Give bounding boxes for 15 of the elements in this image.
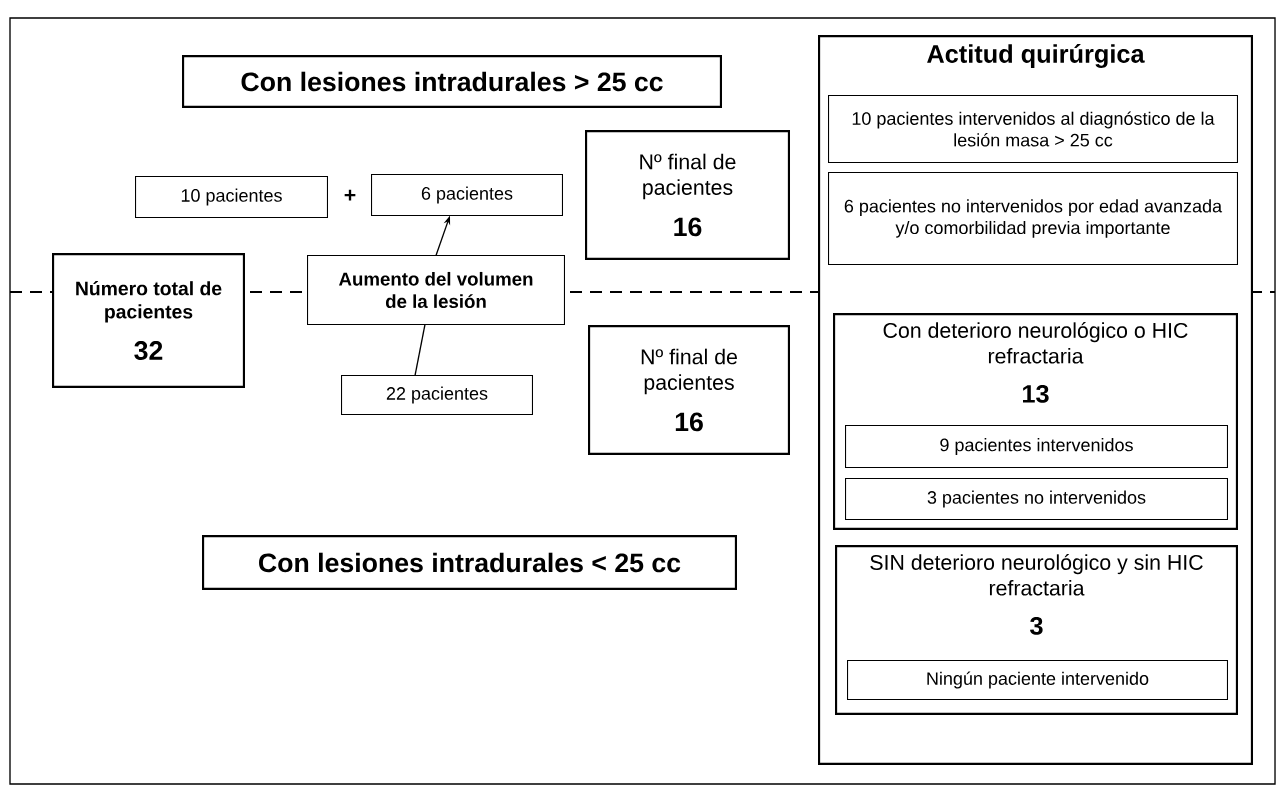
- note-box: Ningún paciente intervenido: [847, 660, 1228, 700]
- title-box: Con lesiones intradurales > 25 cc: [182, 55, 722, 108]
- plus-sign: +: [344, 189, 356, 201]
- total-box: Número total de pacientes 32: [52, 253, 245, 388]
- title-box: Con lesiones intradurales < 25 cc: [202, 535, 737, 590]
- result-box: Nº final de pacientes 16: [585, 130, 790, 260]
- count-box: 10 pacientes: [135, 176, 328, 218]
- process-box: Aumento del volumen de la lesión: [307, 255, 565, 325]
- note-box: 10 pacientes intervenidos al diagnóstico de la lesión masa > 25 cc: [828, 95, 1238, 163]
- result-box: Nº final de pacientes 16: [588, 325, 790, 455]
- count-box: 22 pacientes: [341, 375, 533, 415]
- note-box: 9 pacientes intervenidos: [845, 425, 1228, 468]
- note-box: 6 pacientes no intervenidos por edad avanzada y/o comorbilidad previa importante: [828, 172, 1238, 265]
- count-box: 6 pacientes: [371, 174, 563, 216]
- note-box: 3 pacientes no intervenidos: [845, 478, 1228, 520]
